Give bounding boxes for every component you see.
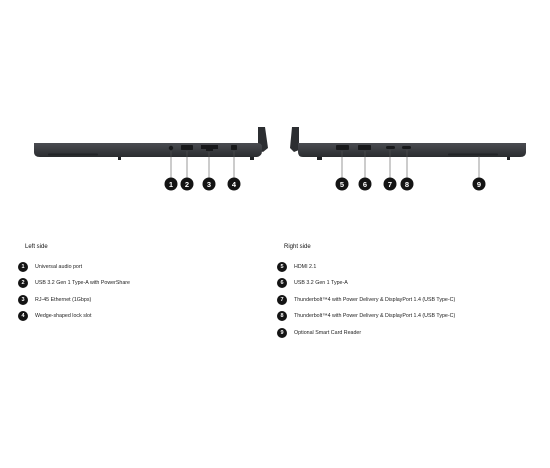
- legend-number-badge: 9: [277, 327, 287, 338]
- legend-number-badge: 7: [277, 294, 287, 305]
- legend-label: Wedge-shaped lock slot: [35, 313, 92, 319]
- legend-number-badge: 8: [277, 311, 287, 321]
- svg-text:1: 1: [169, 180, 173, 189]
- legend-item-1: 1 Universal audio port: [18, 261, 130, 272]
- laptop-left-side: [34, 127, 268, 160]
- left-side-title: Left side: [25, 244, 48, 250]
- legend-label: Thunderbolt™4 with Power Delivery & Disp…: [294, 313, 456, 319]
- svg-text:4: 4: [232, 180, 237, 189]
- svg-text:2: 2: [185, 180, 189, 189]
- legend-number-badge: 5: [277, 261, 287, 272]
- audio-port-icon: [168, 145, 174, 151]
- legend-label: Thunderbolt™4 with Power Delivery & Disp…: [294, 296, 456, 303]
- svg-text:3: 3: [207, 180, 211, 189]
- right-card-slot: [448, 153, 498, 156]
- callout-4: 4: [227, 177, 241, 191]
- callout-2: 2: [180, 177, 194, 191]
- legend-item-6: 6 USB 3.2 Gen 1 Type-A: [277, 278, 455, 289]
- callout-5: 5: [335, 177, 349, 191]
- legend-item-3: 3 RJ-45 Ethernet (1Gbps): [18, 294, 130, 305]
- svg-text:9: 9: [477, 180, 481, 189]
- usb-c-port-icon: [386, 146, 395, 149]
- legend-item-2: 2 USB 3.2 Gen 1 Type-A with PowerShare: [18, 278, 130, 289]
- svg-text:7: 7: [388, 180, 392, 189]
- legend-item-7: 7 Thunderbolt™4 with Power Delivery & Di…: [277, 294, 455, 305]
- legend-item-9: 9 Optional Smart Card Reader: [277, 327, 455, 338]
- legend-label: USB 3.2 Gen 1 Type-A: [294, 280, 348, 286]
- ethernet-port-icon: [201, 145, 218, 151]
- legend-label: USB 3.2 Gen 1 Type-A with PowerShare: [35, 280, 131, 286]
- right-side-legend: 5 HDMI 2.1 6 USB 3.2 Gen 1 Type-A 7 Thun…: [277, 261, 455, 344]
- callout-8: 8: [400, 177, 414, 191]
- usb-a-port-icon: [181, 145, 193, 150]
- legend-number-badge: 6: [277, 278, 287, 288]
- right-lid-hinge: [290, 127, 299, 152]
- right-side-title: Right side: [284, 244, 311, 250]
- left-side-legend: 1 Universal audio port 2 USB 3.2 Gen 1 T…: [18, 261, 130, 327]
- legend-number-badge: 1: [18, 261, 28, 272]
- svg-text:6: 6: [363, 180, 367, 189]
- hdmi-port-icon: [336, 145, 349, 150]
- legend-number-badge: 2: [18, 278, 28, 288]
- svg-text:8: 8: [405, 180, 409, 189]
- legend-label: Optional Smart Card Reader: [294, 329, 362, 336]
- callout-leaders: [170, 150, 480, 178]
- callout-1: 1: [164, 177, 178, 191]
- callout-3: 3: [202, 177, 216, 191]
- laptop-right-side: [290, 127, 526, 160]
- left-vent: [48, 153, 98, 156]
- legend-item-4: 4 Wedge-shaped lock slot: [18, 311, 130, 322]
- lock-slot-icon: [231, 145, 237, 150]
- laptop-side-views: 1 2 3 4 5 6 7 8: [34, 127, 526, 191]
- legend-number-badge: 3: [18, 294, 28, 305]
- left-foot-rear: [250, 157, 254, 160]
- svg-text:5: 5: [340, 180, 344, 189]
- right-foot-front: [507, 157, 510, 160]
- left-foot-front: [118, 157, 121, 160]
- callout-7: 7: [383, 177, 397, 191]
- legend-label: Universal audio port: [35, 263, 83, 270]
- legend-number-badge: 4: [18, 311, 28, 321]
- legend-label: RJ-45 Ethernet (1Gbps): [35, 296, 92, 303]
- usb-c-port-icon: [402, 146, 411, 149]
- callout-6: 6: [358, 177, 372, 191]
- legend-label: HDMI 2.1: [294, 263, 317, 270]
- callout-9: 9: [472, 177, 486, 191]
- right-foot-rear: [317, 157, 322, 160]
- usb-a-port-icon: [358, 145, 371, 150]
- legend-item-8: 8 Thunderbolt™4 with Power Delivery & Di…: [277, 311, 455, 322]
- legend-item-5: 5 HDMI 2.1: [277, 261, 455, 272]
